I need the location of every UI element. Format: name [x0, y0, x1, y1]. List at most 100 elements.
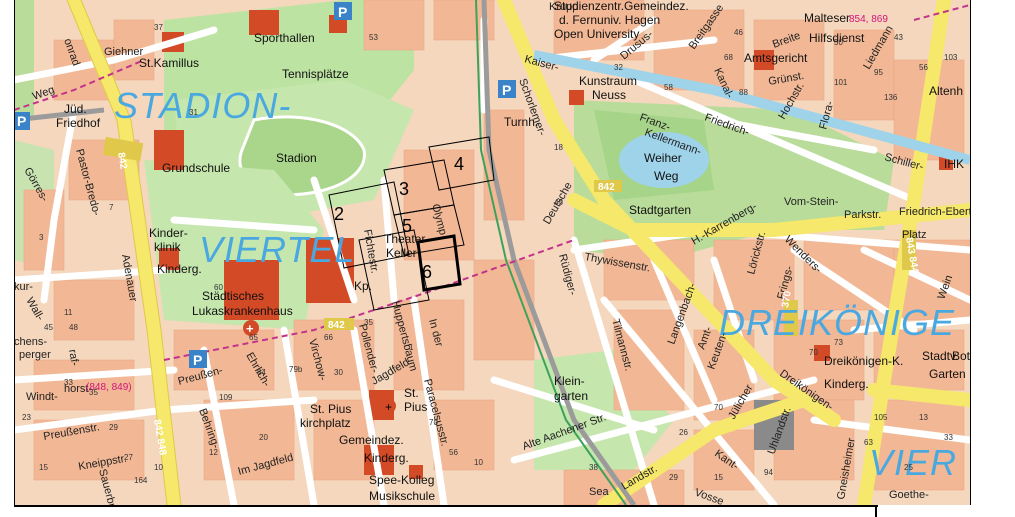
label-sporthallen: Sporthallen: [254, 31, 315, 45]
street-sea: Sea: [589, 486, 609, 498]
parking-sign-south: P: [189, 350, 207, 368]
house-number: 136: [884, 93, 898, 102]
label-dreikoenigen-k: Dreikönigen-K.: [824, 354, 903, 368]
house-number: 164: [134, 476, 148, 485]
parking-sign-top: P: [334, 2, 352, 20]
house-number: 12: [209, 448, 218, 457]
label-pius-kirchplatz-2: kirchplatz: [300, 416, 351, 430]
label-kinderg-west: Kinderg.: [157, 262, 202, 276]
canal: [533, 50, 970, 165]
house-number: 25: [904, 463, 913, 472]
label-malteser: Malteser: [804, 11, 850, 25]
house-number: 37: [154, 23, 163, 32]
grid-label-2: 2: [334, 204, 344, 224]
parking-sign-turnh: P: [498, 80, 516, 98]
house-number: 35: [89, 388, 98, 397]
district-viertel: VIERTEL: [199, 229, 355, 270]
label-theater-2: Keller: [386, 246, 417, 260]
house-number: 79b: [289, 365, 303, 374]
house-number: 46: [734, 28, 743, 37]
house-number: 68: [724, 53, 733, 62]
house-number: 23: [22, 413, 31, 422]
label-studienzentrum-3: Open University: [554, 27, 639, 41]
label-st-pius-2: Pius: [404, 400, 427, 414]
street-kruppen: Krupp: [549, 1, 578, 13]
street-parkstr: Parkstr.: [844, 209, 881, 221]
label-kunstraum-1: Kunstraum: [579, 74, 637, 88]
street-goethe: Goethe-: [889, 489, 929, 501]
house-number: 94: [764, 468, 773, 477]
svg-text:P: P: [17, 113, 26, 129]
frame-bottom-tick: [875, 505, 877, 517]
label-st-pius-1: St.: [404, 386, 419, 400]
svg-text:+: +: [385, 400, 392, 414]
house-number: 50: [834, 38, 843, 47]
house-number: 31: [189, 108, 198, 117]
frame-bottom: [14, 505, 878, 507]
house-number: 58: [664, 83, 673, 92]
church-cross-icon: +: [382, 399, 396, 414]
house-number: 56: [449, 448, 458, 457]
street-kur: kur-: [14, 281, 33, 293]
district-dreikoenige: DREIKÖNIGE: [719, 302, 955, 343]
house-number: 1: [409, 343, 414, 352]
label-kleingarten-1: Klein-: [554, 374, 585, 388]
house-number: 27: [124, 453, 133, 462]
label-weiher: Weiher: [644, 151, 682, 165]
street-giehner: Giehner: [104, 46, 143, 58]
route-842-park: 842: [598, 182, 615, 193]
label-spee-2: Musikschule: [369, 489, 435, 503]
street-horst: horst-: [64, 383, 92, 395]
label-stadtgarten: Stadtgarten: [629, 203, 691, 217]
busline-848-849: (848, 849): [86, 382, 132, 393]
street-platz: Platz: [902, 229, 926, 241]
district-vier: VIER: [869, 442, 957, 483]
weiher-pond: [619, 132, 709, 188]
house-number: 33: [944, 433, 953, 442]
label-kleingarten-2: garten: [554, 389, 588, 403]
label-lukas-2: Lukaskrankenhaus: [192, 304, 293, 318]
label-garten-east: Garten: [929, 367, 966, 381]
house-number: 32: [614, 63, 623, 72]
grid-boxes: [328, 136, 495, 311]
house-number: 48: [69, 323, 78, 332]
house-number: 26: [679, 428, 688, 437]
house-number: 45: [44, 323, 53, 332]
house-number: 10: [154, 463, 163, 472]
label-kinderg-south: Kinderg.: [364, 451, 409, 465]
label-hilfsdienst: Hilfsdienst: [809, 31, 865, 45]
label-amtsgericht: Amtsgericht: [744, 51, 808, 65]
house-number: 10: [474, 458, 483, 467]
map-canvas[interactable]: STADION- VIERTEL DREIKÖNIGE VIER 2 3 4 5…: [14, 0, 970, 505]
label-bota: Bota: [952, 349, 970, 363]
house-number: 29: [109, 423, 118, 432]
street-friedrich-ebert: Friedrich-Ebert-: [899, 206, 970, 218]
house-number: 45: [554, 198, 563, 207]
house-number: 70: [429, 418, 438, 427]
selected-grid-box: [416, 234, 462, 292]
house-number: 29: [669, 473, 678, 482]
house-number: 70: [714, 403, 723, 412]
svg-text:P: P: [193, 352, 202, 368]
grid-label-5: 5: [402, 216, 412, 236]
house-number: 66: [324, 333, 333, 342]
tram-line: [475, 0, 627, 505]
busline-854-869: 854, 869: [849, 14, 888, 25]
house-number: 3: [39, 233, 44, 242]
label-studienzentrum-1: Studienzentr.Gemeindez.: [554, 0, 689, 13]
label-ihk: IHK: [944, 157, 964, 171]
house-number: 105: [874, 413, 888, 422]
route-842-south: 842: [328, 320, 345, 331]
house-number: 95: [874, 68, 883, 77]
route-370: 370: [780, 290, 794, 309]
street-windt: Windt-: [26, 391, 58, 403]
hospital-icon: +: [243, 320, 259, 336]
frame-left: [14, 0, 15, 505]
label-kinderklinik-2: klinik: [154, 240, 182, 254]
route-shields: [102, 136, 916, 336]
bus-route: [14, 4, 970, 361]
house-number: 11: [64, 308, 73, 317]
house-number: 70: [809, 348, 818, 357]
house-number: 38: [589, 463, 598, 472]
house-number: 65: [249, 333, 258, 342]
